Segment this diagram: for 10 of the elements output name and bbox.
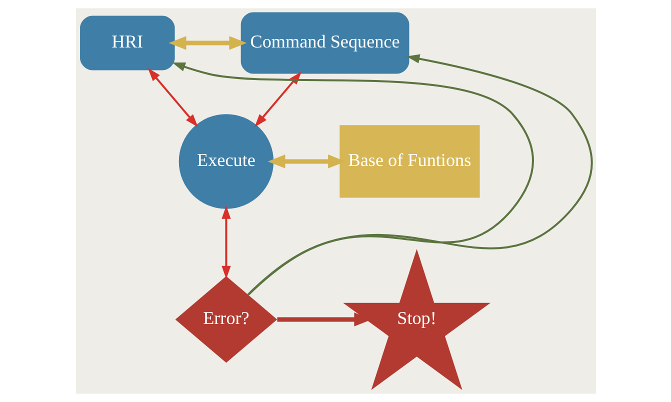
arrow bbox=[172, 62, 534, 296]
arrow bbox=[246, 54, 592, 296]
arrow bbox=[221, 206, 230, 280]
arrow bbox=[147, 68, 198, 128]
node-box: HRI bbox=[80, 16, 174, 70]
node-box: Command Sequence bbox=[240, 12, 409, 74]
arrow bbox=[168, 36, 246, 50]
node-diamond: Error? bbox=[174, 276, 277, 363]
arrow bbox=[267, 154, 346, 168]
node-box: Base of Funtions bbox=[339, 125, 480, 198]
